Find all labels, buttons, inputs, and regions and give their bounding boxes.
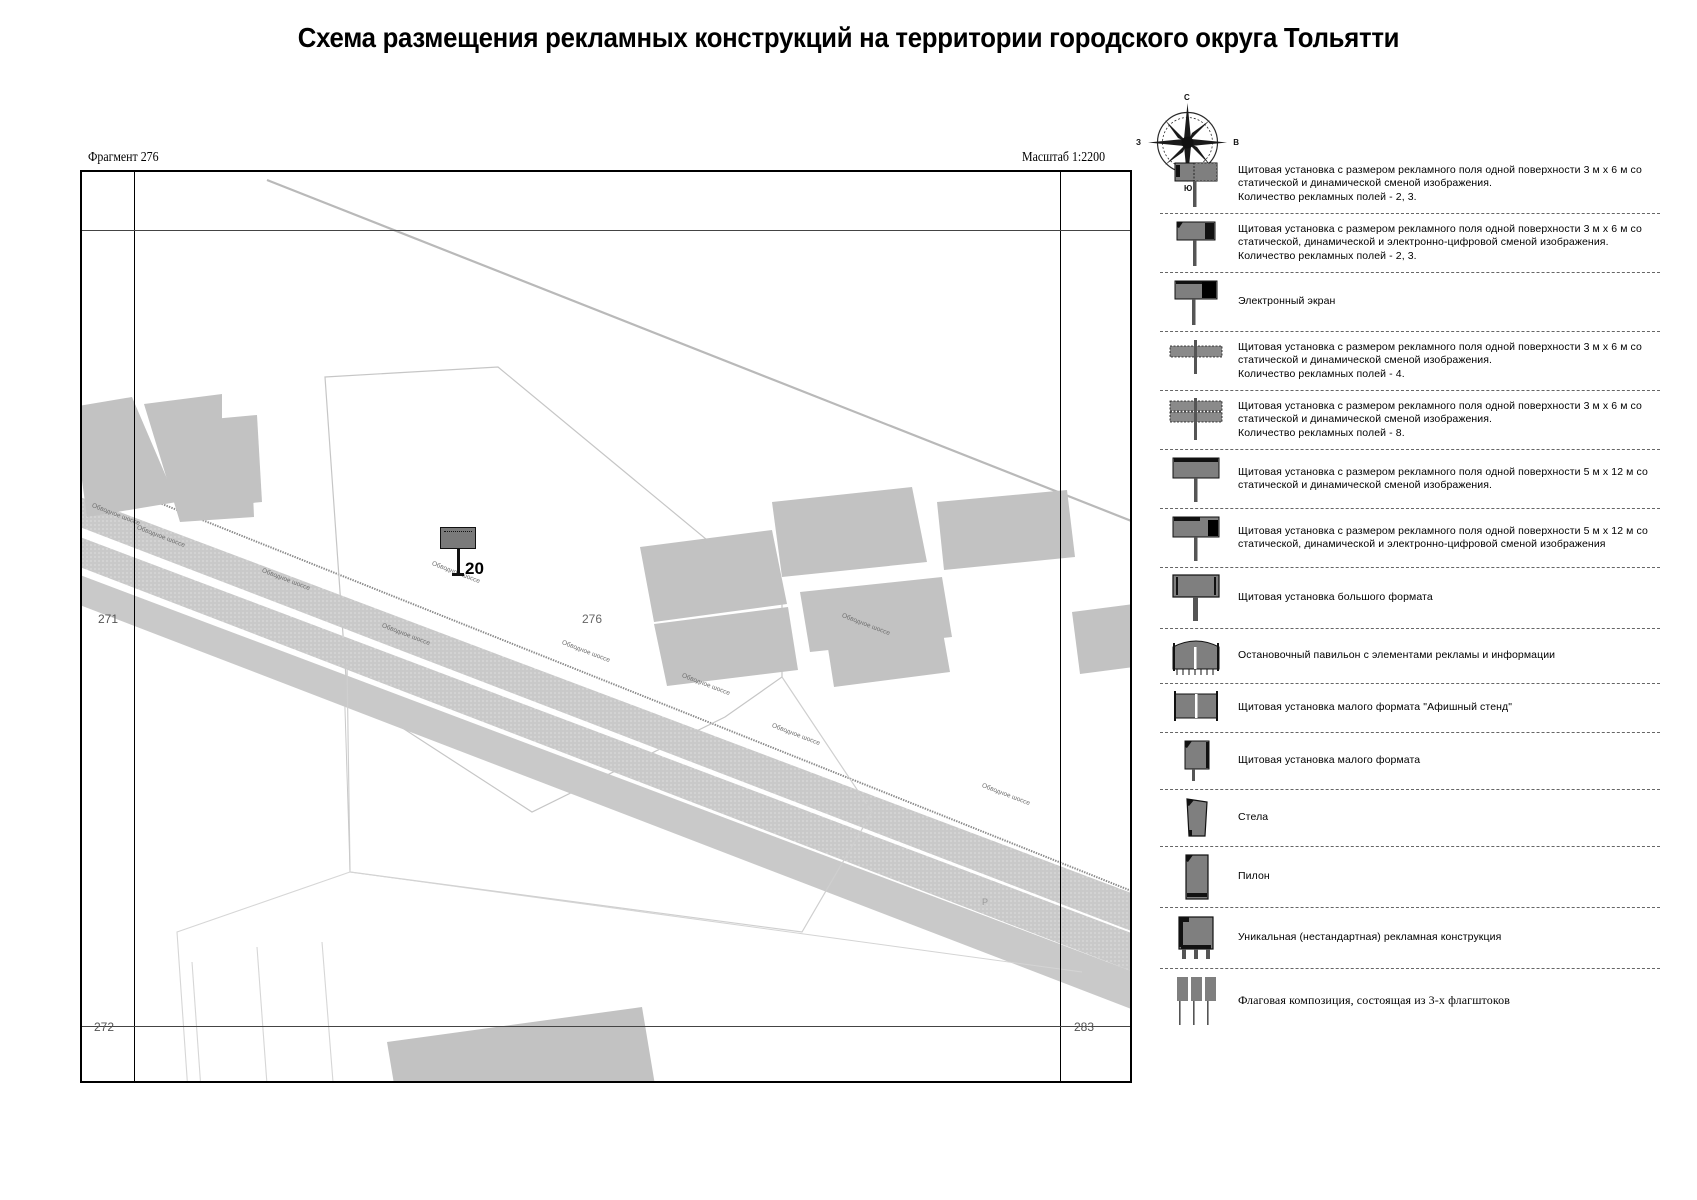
legend-item-label: Щитовая установка с размером рекламного … [1238, 340, 1642, 380]
legend-item-label: Щитовая установка с размером рекламного … [1238, 163, 1642, 203]
legend-item[interactable]: Остановочный павильон с элементами рекла… [1160, 629, 1660, 684]
sheet-number-272: 272 [94, 1020, 115, 1034]
map-grid-line-right [1060, 172, 1061, 1081]
compass-icon [1148, 103, 1227, 182]
legend-item-label: Электронный экран [1238, 295, 1336, 308]
sheet-number-283: 283 [1074, 1020, 1095, 1034]
legend-item-label: Щитовая установка малого формата "Афишны… [1238, 701, 1513, 714]
compass-label-west: З [1136, 138, 1142, 147]
billboard-pole-icon [457, 549, 460, 575]
legend-item[interactable]: Щитовая установка малого формата "Афишны… [1160, 684, 1660, 733]
map-misc-label: Р [982, 897, 989, 907]
legend-item-label: Флаговая композиция, состоящая из 3-х фл… [1238, 993, 1511, 1008]
legend-item[interactable]: Щитовая установка с размером рекламного … [1160, 332, 1660, 391]
flag-composition-icon [1160, 973, 1232, 1029]
legend-item[interactable]: Пилон [1160, 847, 1660, 908]
billboard-3x6-static-dynamic-icon [1160, 159, 1232, 209]
sheet-number-271: 271 [98, 612, 119, 626]
billboard-marker-number: 20 [465, 559, 484, 578]
map-grid-line-bottom [82, 1026, 1130, 1027]
page-title: Схема размещения рекламных конструкций н… [297, 22, 1400, 53]
legend-item-label: Щитовая установка малого формата [1238, 754, 1421, 767]
legend-item[interactable]: Щитовая установка с размером рекламного … [1160, 509, 1660, 568]
compass-label-east: В [1233, 138, 1239, 147]
legend-item[interactable]: Электронный экран [1160, 273, 1660, 332]
billboard-3x6-static-dynamic-digital-icon [1160, 218, 1232, 268]
legend-item[interactable]: Щитовая установка с размером рекламного … [1160, 450, 1660, 509]
large-format-billboard-icon [1160, 572, 1232, 624]
legend-item-label: Пилон [1238, 870, 1270, 883]
scale-label: Масштаб 1:2200 [1022, 150, 1106, 165]
billboard-5x12-static-dynamic-digital-icon [1160, 513, 1232, 563]
legend-item-label: Щитовая установка с размером рекламного … [1238, 222, 1642, 262]
legend-item[interactable]: Щитовая установка малого формата [1160, 733, 1660, 790]
legend-item-label: Стела [1238, 811, 1269, 824]
legend-item[interactable]: Уникальная (нестандартная) рекламная кон… [1160, 908, 1660, 969]
legend-item[interactable]: Щитовая установка с размером рекламного … [1160, 155, 1660, 214]
bus-stop-pavilion-icon [1160, 633, 1232, 679]
compass-rose: С Ю В З [1136, 93, 1239, 193]
legend-item-label: Щитовая установка с размером рекламного … [1238, 524, 1648, 550]
legend-item-label: Щитовая установка с размером рекламного … [1238, 399, 1642, 439]
legend-item-label: Щитовая установка с размером рекламного … [1238, 465, 1648, 491]
sheet-number-276: 276 [582, 612, 603, 626]
unique-nonstandard-structure-icon [1160, 912, 1232, 964]
pylon-icon [1160, 851, 1232, 903]
legend-item[interactable]: Флаговая композиция, состоящая из 3-х фл… [1160, 969, 1660, 1033]
map-grid-line-left [134, 172, 135, 1081]
billboard-marker[interactable]: 20 [440, 527, 500, 589]
legend-item[interactable]: Щитовая установка большого формата [1160, 568, 1660, 629]
legend-item[interactable]: Щитовая установка с размером рекламного … [1160, 214, 1660, 273]
legend: Щитовая установка с размером рекламного … [1160, 155, 1660, 1033]
legend-item-label: Уникальная (нестандартная) рекламная кон… [1238, 931, 1502, 944]
legend-item[interactable]: Стела [1160, 790, 1660, 847]
legend-item-label: Щитовая установка большого формата [1238, 591, 1433, 604]
small-format-poster-stand-icon [1160, 688, 1232, 728]
legend-item-label: Остановочный павильон с элементами рекла… [1238, 649, 1556, 662]
stela-icon [1160, 794, 1232, 842]
map-canvas[interactable]: Обводное шоссе Обводное шоссе Обводное ш… [80, 170, 1132, 1083]
electronic-screen-icon [1160, 277, 1232, 327]
billboard-3x6-fields-4-icon [1160, 336, 1232, 386]
compass-label-north: С [1184, 93, 1190, 102]
fragment-label: Фрагмент 276 [88, 150, 159, 165]
billboard-5x12-static-dynamic-icon [1160, 454, 1232, 504]
legend-item[interactable]: Щитовая установка с размером рекламного … [1160, 391, 1660, 450]
billboard-3x6-fields-8-icon [1160, 395, 1232, 445]
compass-label-south: Ю [1184, 184, 1193, 193]
billboard-board-icon [440, 527, 476, 549]
map-vector-layer [82, 178, 1130, 1081]
small-format-billboard-icon [1160, 737, 1232, 785]
billboard-foot-icon [452, 573, 464, 576]
map-grid-line-top [82, 230, 1130, 231]
